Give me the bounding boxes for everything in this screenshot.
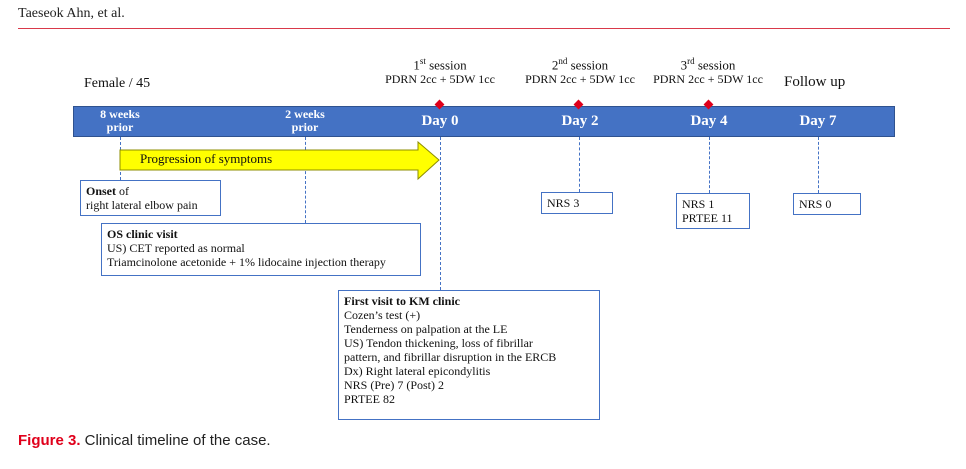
km-clinic-line: PRTEE 82 [344,392,395,406]
header-divider [18,28,950,29]
day2-connector [579,137,580,192]
os-clinic-line: US) CET reported as normal [107,241,245,255]
km-clinic-line: US) Tendon thickening, loss of fibrillar [344,336,533,350]
day2-nrs: NRS 3 [547,196,580,210]
patient-demographics: Female / 45 [84,76,151,91]
day4-prtee: PRTEE 11 [682,211,733,225]
session-3-dose: PDRN 2cc + 5DW 1cc [653,72,763,87]
timepoint-day-7: Day 7 [799,113,837,129]
session-3-label: 3rd session PDRN 2cc + 5DW 1cc [638,54,778,87]
onset-line-1: Onset of [86,184,129,198]
session-2-dose: PDRN 2cc + 5DW 1cc [525,72,635,87]
session-2-name: 2nd session [551,56,609,73]
progression-label: Progression of symptoms [140,151,273,166]
session-3-name: 3rd session [680,56,736,73]
os-clinic-title: OS clinic visit [107,227,178,241]
km-clinic-title: First visit to KM clinic [344,294,460,308]
figure-caption-text: Clinical timeline of the case. [80,432,271,449]
os-visit-connector [305,137,306,223]
km-clinic-line: Tenderness on palpation at the LE [344,322,508,336]
figure-caption: Figure 3. Clinical timeline of the case. [18,432,271,449]
km-clinic-line: Dx) Right lateral epicondylitis [344,364,491,378]
figure-number: Figure 3. [18,432,81,449]
km-clinic-line: pattern, and fibrillar disruption in the… [344,350,557,364]
timepoint-day-2: Day 2 [561,113,599,129]
onset-box: Onset of right lateral elbow pain [80,180,221,216]
session-1-label: 1st session PDRN 2cc + 5DW 1cc [370,54,510,87]
day7-connector [818,137,819,193]
day7-outcome-box: NRS 0 [793,193,861,215]
follow-up-label: Follow up [784,74,846,90]
progression-arrow-icon [119,141,440,181]
running-header-author: Taeseok Ahn, et al. [18,6,125,21]
session-1-name: 1st session [413,56,467,73]
km-clinic-box: First visit to KM clinic Cozen’s test (+… [338,290,600,420]
session-1-dose: PDRN 2cc + 5DW 1cc [385,72,495,87]
km-visit-connector [440,137,441,290]
timeline-bar [73,106,895,137]
os-clinic-box: OS clinic visit US) CET reported as norm… [101,223,421,276]
session-2-label: 2nd session PDRN 2cc + 5DW 1cc [510,54,650,87]
onset-line-2: right lateral elbow pain [86,198,198,212]
day4-nrs: NRS 1 [682,197,715,211]
day4-outcome-box: NRS 1 PRTEE 11 [676,193,750,229]
day7-nrs: NRS 0 [799,197,832,211]
timepoint-day-4: Day 4 [690,113,728,129]
day2-outcome-box: NRS 3 [541,192,613,214]
km-clinic-line: Cozen’s test (+) [344,308,421,322]
timepoint-day-0: Day 0 [421,113,459,129]
km-clinic-line: NRS (Pre) 7 (Post) 2 [344,378,445,392]
os-clinic-line: Triamcinolone acetonide + 1% lidocaine i… [107,255,386,269]
day4-connector [709,137,710,193]
